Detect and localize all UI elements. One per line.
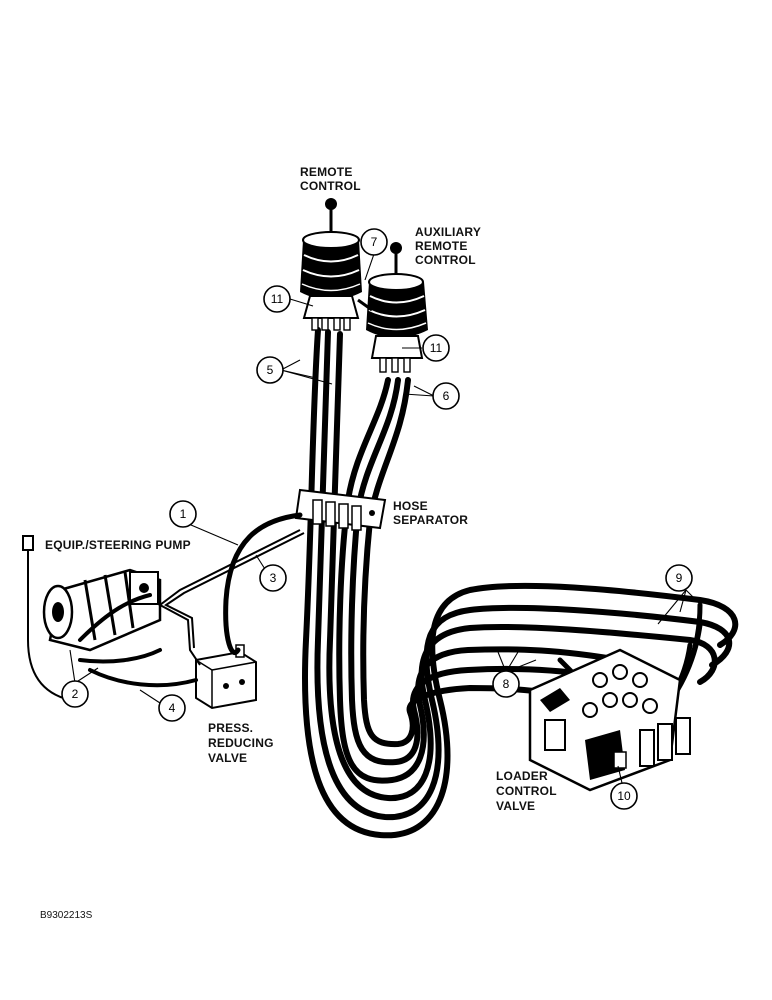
- svg-text:EQUIP./STEERING PUMP: EQUIP./STEERING PUMP: [45, 538, 191, 552]
- svg-text:VALVE: VALVE: [208, 751, 247, 765]
- svg-text:PRESS.: PRESS.: [208, 721, 253, 735]
- svg-text:AUXILIARY: AUXILIARY: [415, 225, 481, 239]
- svg-text:REMOTE: REMOTE: [300, 165, 353, 179]
- svg-text:4: 4: [169, 701, 176, 715]
- svg-text:VALVE: VALVE: [496, 799, 535, 813]
- callout-1: 1: [169, 500, 197, 528]
- label-hose-separator: HOSE SEPARATOR: [393, 499, 468, 527]
- label-loader-control-valve: LOADER CONTROL VALVE: [496, 769, 557, 813]
- pump-lines: [78, 512, 305, 688]
- callout-8: 8: [492, 670, 520, 698]
- svg-text:3: 3: [270, 571, 277, 585]
- callout-4: 4: [158, 694, 186, 722]
- callout-6: 6: [432, 382, 460, 410]
- loader-control-valve: [528, 648, 691, 792]
- svg-text:CONTROL: CONTROL: [496, 784, 557, 798]
- svg-text:REDUCING: REDUCING: [208, 736, 274, 750]
- equip-steering-pump: [22, 535, 162, 701]
- callout-3: 3: [259, 564, 287, 592]
- svg-text:11: 11: [430, 341, 443, 355]
- svg-text:2: 2: [72, 687, 79, 701]
- svg-text:CONTROL: CONTROL: [415, 253, 476, 267]
- callout-10: 10: [610, 782, 638, 810]
- callout-9: 9: [665, 564, 693, 592]
- press-reducing-valve: [195, 644, 257, 710]
- remote-control: [300, 198, 362, 331]
- svg-text:1: 1: [180, 507, 187, 521]
- label-press-reducing-valve: PRESS. REDUCING VALVE: [208, 721, 274, 765]
- svg-text:SEPARATOR: SEPARATOR: [393, 513, 468, 527]
- svg-text:8: 8: [503, 677, 510, 691]
- svg-text:6: 6: [443, 389, 450, 403]
- svg-text:5: 5: [267, 363, 274, 377]
- svg-text:LOADER: LOADER: [496, 769, 548, 783]
- callout-5: 5: [256, 356, 284, 384]
- label-auxiliary-remote-control: AUXILIARY REMOTE CONTROL: [415, 225, 481, 267]
- callout-11-auxiliary: 11: [422, 334, 450, 362]
- label-remote-control: REMOTE CONTROL: [300, 165, 361, 193]
- svg-text:REMOTE: REMOTE: [415, 239, 468, 253]
- callout-11-remote: 11: [263, 285, 291, 313]
- svg-text:7: 7: [371, 235, 378, 249]
- label-pump: EQUIP./STEERING PUMP: [45, 538, 191, 552]
- svg-text:10: 10: [617, 789, 631, 803]
- svg-text:11: 11: [271, 292, 284, 306]
- hose-separator: [294, 488, 387, 531]
- figure-code: B9302213S: [40, 910, 93, 921]
- svg-text:HOSE: HOSE: [393, 499, 428, 513]
- svg-text:9: 9: [676, 571, 683, 585]
- svg-text:CONTROL: CONTROL: [300, 179, 361, 193]
- callout-2: 2: [61, 680, 89, 708]
- auxiliary-remote-control: [357, 242, 428, 373]
- callout-7: 7: [360, 228, 388, 256]
